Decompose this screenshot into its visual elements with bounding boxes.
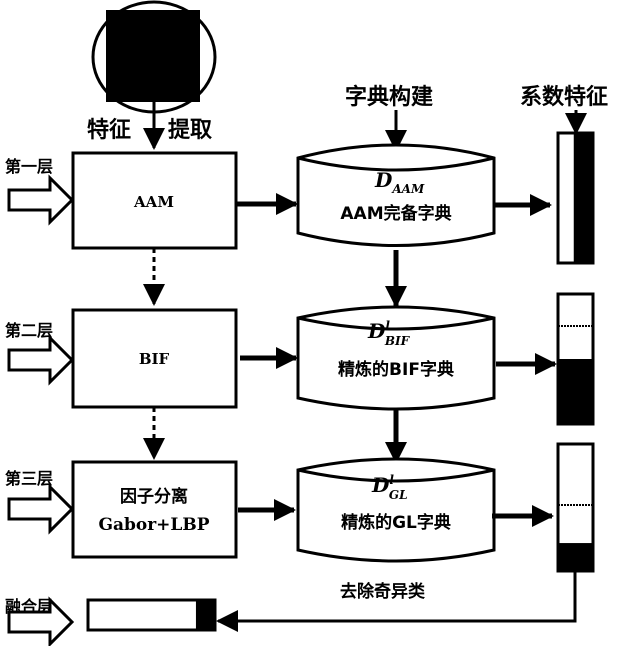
feature-extraction-label-right: 提取 [168,117,212,143]
gl-dictionary-cylinder [296,457,496,563]
gl-dictionary-label: 精炼的GL字典 [341,512,451,533]
layer2-input-arrow-icon [7,334,75,386]
coefficient-features-label: 系数特征 [520,84,608,110]
layer2-coefficient-bar [556,292,595,426]
layer1-label: 第一层 [5,157,53,176]
bif-extractor-label: BIF [139,350,170,368]
layer1-coefficient-bar [556,131,595,265]
gl-extractor-label-line1: 因子分离 [120,486,188,507]
layer1-input-arrow-icon [7,174,75,226]
aam-extractor-label: AAM [133,193,174,211]
feature-extraction-label-left: 特征 [87,117,131,143]
layer2-coefficient-fill [558,359,593,424]
gl-extractor-label-line2: Gabor+LBP [98,515,209,535]
input-face-image [91,0,217,114]
remove-singular-class-label: 去除奇异类 [340,581,426,602]
fusion-input-arrow-icon [7,596,75,646]
aam-dictionary-symbol: DAAM [374,168,425,196]
fused-feature-fill [195,600,215,630]
layer3-coefficient-fill [558,543,593,571]
layer3-coefficient-bar [556,442,595,573]
layer2-label: 第二层 [5,321,53,340]
bif-dictionary-label: 精炼的BIF字典 [338,359,454,380]
layer1-coefficient-fill [573,133,593,263]
bif-extractor-box [71,308,238,409]
gl-extractor-box [71,460,238,559]
aam-dictionary-cylinder [296,143,496,247]
layer3-label: 第三层 [5,469,53,488]
layer3-input-arrow-icon [7,483,75,535]
bif-dictionary-cylinder [296,305,496,411]
fused-feature-bar [86,598,217,632]
aam-extractor-box [71,151,238,250]
fusion-connector-arrow [216,571,577,632]
dictionary-construction-label: 字典构建 [345,84,433,110]
aam-dictionary-label: AAM完备字典 [340,203,451,224]
